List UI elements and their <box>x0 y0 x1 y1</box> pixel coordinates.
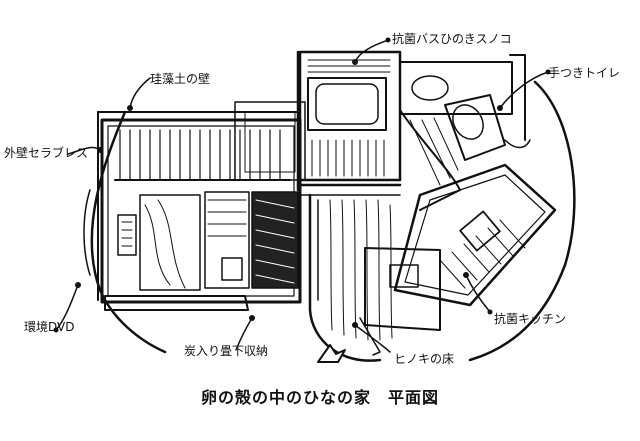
label-environment-dvd: 環境DVD <box>24 320 75 334</box>
leader-dots <box>53 37 551 333</box>
label-antibacterial-bath: 抗菌バスひのきスノコ <box>392 32 512 46</box>
label-toilet: 手つきトイレ <box>548 66 621 80</box>
corridor <box>234 50 402 196</box>
label-charcoal-tatami-storage: 炭入り畳下収納 <box>184 344 269 358</box>
plan-title: 卵の殻の中のひなの家 平面図 <box>200 388 439 407</box>
label-antibacterial-kitchen: 抗菌キッチン <box>494 312 567 326</box>
label-diatomaceous-wall: 珪藻土の壁 <box>150 72 211 86</box>
entrance-arrow-icon <box>317 344 346 363</box>
bathroom <box>298 50 402 182</box>
hinoki-floor <box>308 109 461 362</box>
left-room <box>97 111 302 311</box>
toilet-room <box>399 54 531 161</box>
eggshell-outline <box>83 80 576 362</box>
leader-lines <box>55 39 549 353</box>
label-outer-wall: 外壁セラブレス <box>4 146 89 160</box>
label-hinoki-floor: ヒノキの床 <box>394 352 455 366</box>
kitchen <box>364 163 557 331</box>
charcoal-storage-block <box>251 191 299 289</box>
